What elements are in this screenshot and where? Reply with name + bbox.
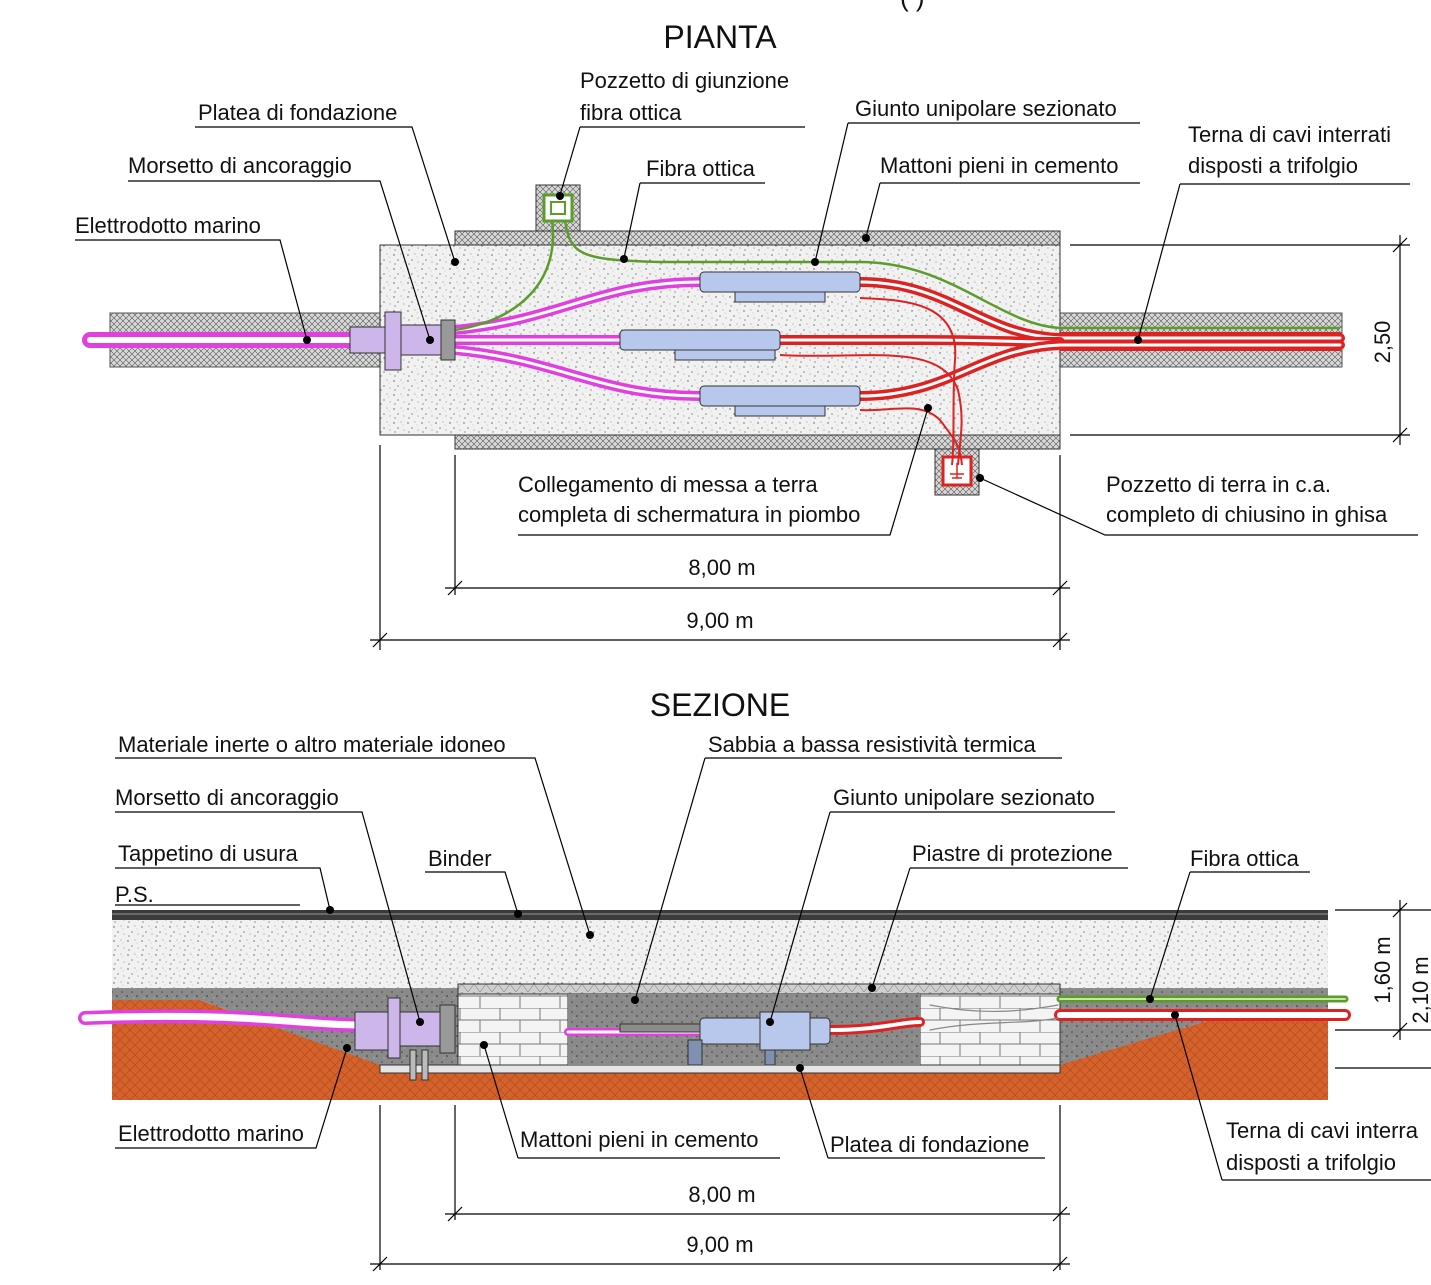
plan-dimensions bbox=[370, 235, 1410, 650]
plan-labels: Pozzetto di giunzione fibra ottica Plate… bbox=[75, 68, 1391, 527]
section-asphalt bbox=[112, 910, 1328, 920]
label-collegamento-1: Collegamento di messa a terra bbox=[518, 472, 818, 497]
label-mattoni: Mattoni pieni in cemento bbox=[880, 153, 1118, 178]
label-materiale: Materiale inerte o altro materiale idone… bbox=[118, 732, 506, 757]
plan-title: PIANTA bbox=[663, 19, 777, 55]
section-labels: Materiale inerte o altro materiale idone… bbox=[115, 732, 1419, 1175]
section-title: SEZIONE bbox=[650, 687, 790, 723]
plan-joints bbox=[619, 271, 861, 417]
top-cut-text: ( ) bbox=[900, 0, 925, 12]
label-collegamento-2: completa di schermatura in piombo bbox=[518, 502, 860, 527]
label-platea: Platea di fondazione bbox=[198, 100, 397, 125]
section-view: SEZIONE bbox=[78, 687, 1431, 1272]
plan-anchor-clamp bbox=[349, 311, 456, 371]
section-dim-inner: 8,00 m bbox=[688, 1182, 755, 1207]
section-brick-right bbox=[919, 991, 1061, 1066]
label-pozzetto-terra-2: completo di chiusino in ghisa bbox=[1106, 502, 1388, 527]
label-terna-2: disposti a trifolgio bbox=[1188, 153, 1358, 178]
plan-power-cables bbox=[82, 277, 705, 401]
label-binder: Binder bbox=[428, 846, 492, 871]
label-pozzetto-terra-1: Pozzetto di terra in c.a. bbox=[1106, 472, 1331, 497]
section-brick-left bbox=[457, 991, 569, 1066]
section-dim-depth2: 2,10 m bbox=[1408, 956, 1431, 1023]
plan-red-cables bbox=[775, 277, 1345, 401]
label-ps: P.S. bbox=[115, 882, 154, 907]
label-fibra: Fibra ottica bbox=[646, 156, 756, 181]
label-s-morsetto: Morsetto di ancoraggio bbox=[115, 785, 339, 810]
section-backfill bbox=[112, 920, 1328, 988]
plan-view: PIANTA bbox=[75, 19, 1418, 650]
label-tappetino: Tappetino di usura bbox=[118, 841, 299, 866]
label-morsetto: Morsetto di ancoraggio bbox=[128, 153, 352, 178]
section-leaders bbox=[115, 757, 1431, 1181]
section-joint bbox=[619, 1011, 831, 1066]
label-s-giunto: Giunto unipolare sezionato bbox=[833, 785, 1095, 810]
section-dimensions bbox=[370, 900, 1431, 1272]
label-sabbia: Sabbia a bassa resistività termica bbox=[708, 732, 1036, 757]
label-elettrodotto: Elettrodotto marino bbox=[75, 213, 261, 238]
label-piastre: Piastre di protezione bbox=[912, 841, 1113, 866]
plan-fiber-cable bbox=[454, 219, 1340, 332]
plan-dim-inner: 8,00 m bbox=[688, 555, 755, 580]
label-pozzetto-fo-2: fibra ottica bbox=[580, 100, 682, 125]
section-foundation bbox=[379, 1064, 1061, 1074]
label-s-mattoni: Mattoni pieni in cemento bbox=[520, 1127, 758, 1152]
section-dim-depth1: 1,60 m bbox=[1370, 936, 1395, 1003]
label-s-elettrodotto: Elettrodotto marino bbox=[118, 1121, 304, 1146]
plan-dim-outer: 9,00 m bbox=[686, 608, 753, 633]
plan-dim-width: 2,50 bbox=[1370, 321, 1395, 364]
label-s-fibra: Fibra ottica bbox=[1190, 846, 1300, 871]
plan-leaders bbox=[75, 122, 1418, 536]
section-dim-outer: 9,00 m bbox=[686, 1232, 753, 1257]
plan-bricks-bottom bbox=[454, 434, 1061, 450]
label-terna-1: Terna di cavi interrati bbox=[1188, 122, 1391, 147]
label-s-terna-2: disposti a trifolgio bbox=[1226, 1150, 1396, 1175]
plan-bricks-top bbox=[454, 230, 1061, 246]
section-anchor-clamp bbox=[354, 997, 456, 1081]
plan-earth-wires bbox=[779, 297, 963, 466]
label-s-terna-1: Terna di cavi interra bbox=[1226, 1118, 1419, 1143]
section-cover-slabs bbox=[457, 983, 1061, 995]
label-pozzetto-fo-1: Pozzetto di giunzione bbox=[580, 68, 789, 93]
label-giunto: Giunto unipolare sezionato bbox=[855, 96, 1117, 121]
label-s-platea: Platea di fondazione bbox=[830, 1132, 1029, 1157]
